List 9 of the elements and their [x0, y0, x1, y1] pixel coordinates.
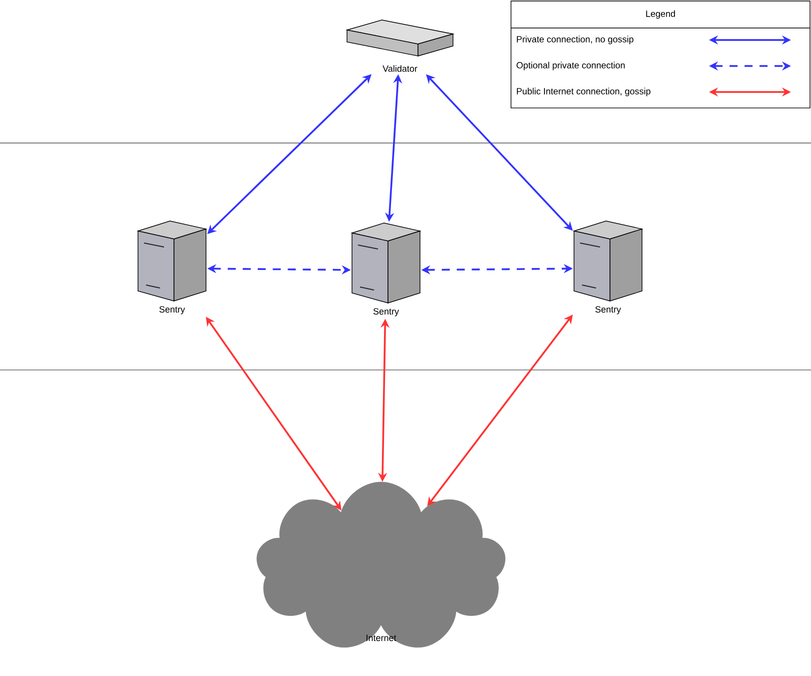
legend-label: Private connection, no gossip: [516, 36, 634, 44]
legend-label: Optional private connection: [516, 62, 625, 70]
server-label: Validator: [382, 65, 418, 72]
legend-title: Legend: [646, 10, 675, 19]
server-label: Sentry: [595, 306, 621, 314]
cloud-label: Internet: [366, 634, 396, 642]
legend-label: Public Internet connection, gossip: [516, 88, 650, 96]
server-label: Sentry: [373, 308, 399, 316]
server-label: Sentry: [159, 306, 185, 314]
